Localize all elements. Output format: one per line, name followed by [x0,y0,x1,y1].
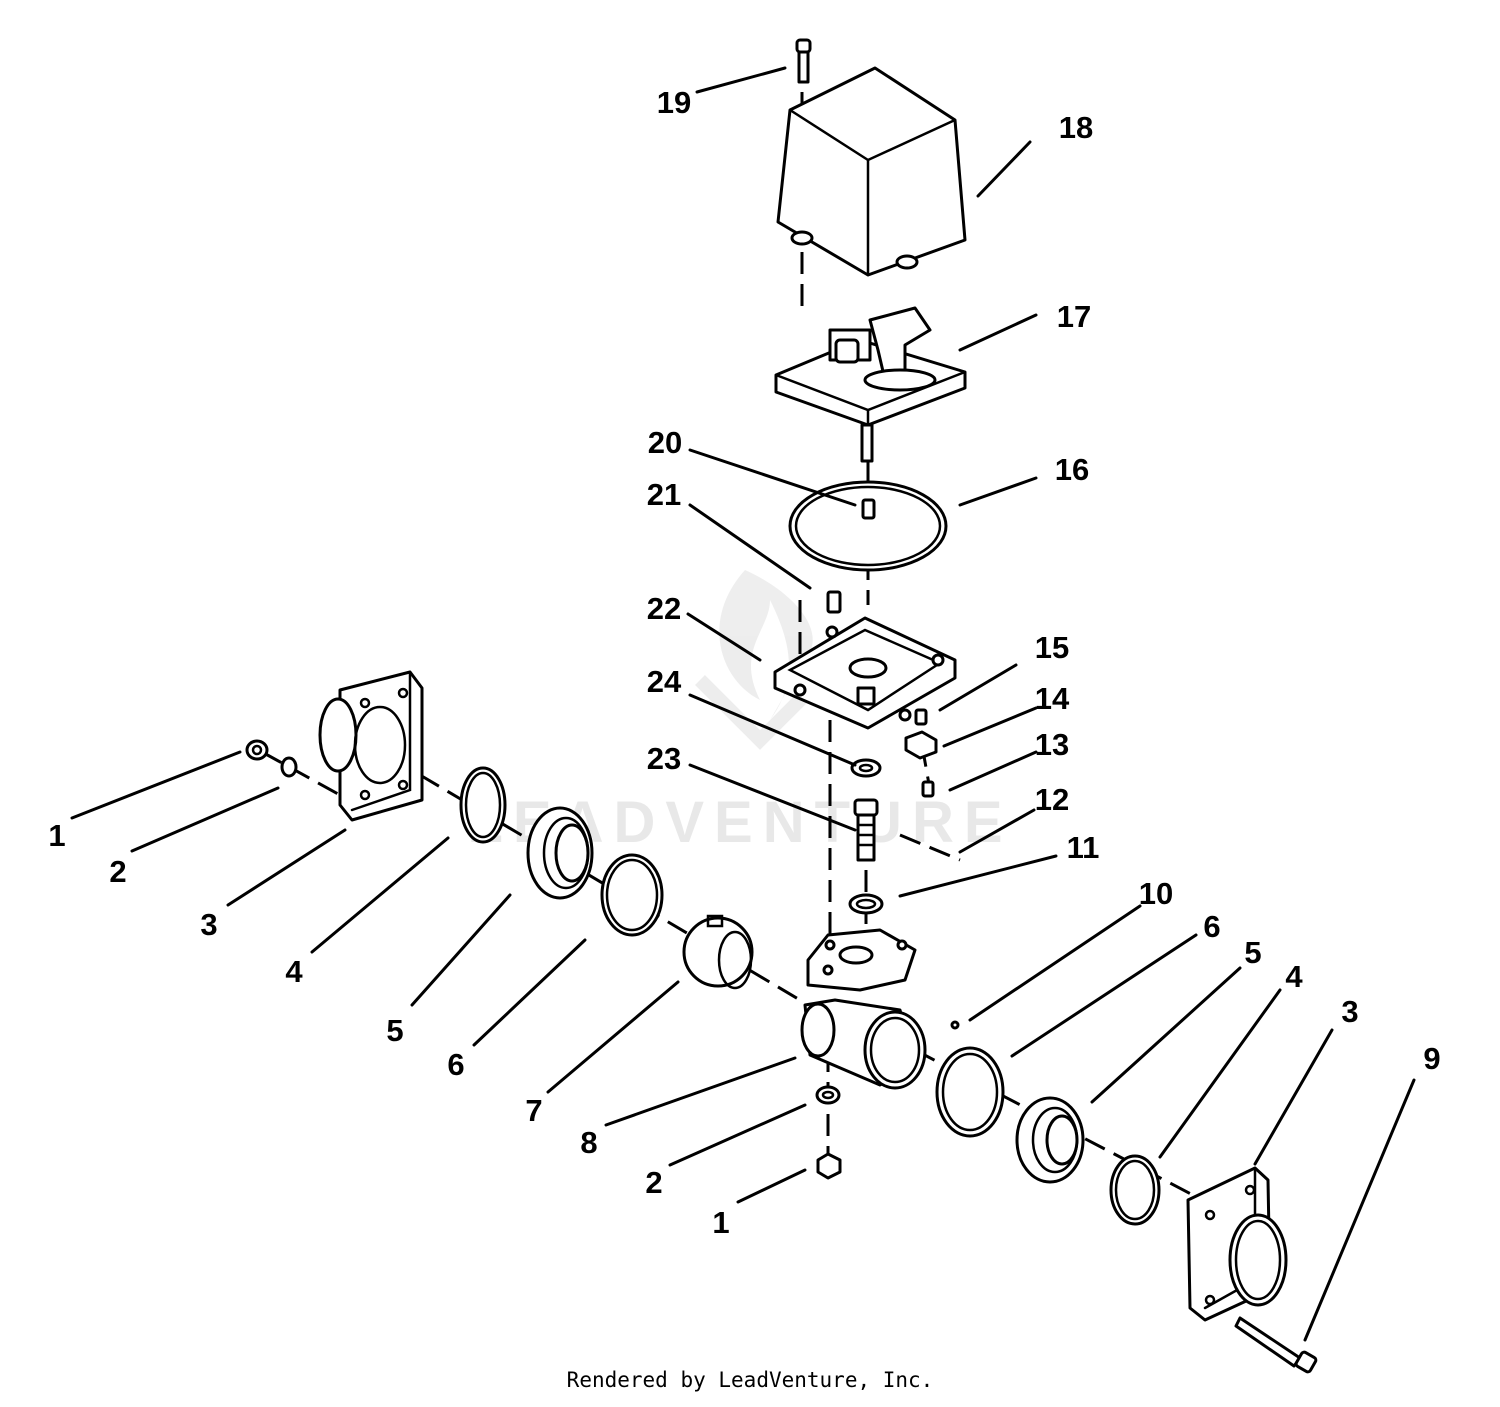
callout-8: 8 [580,1125,597,1160]
long-bolt [1234,1316,1318,1374]
top-bolt [795,38,812,84]
callout-3-left: 3 [200,907,217,942]
callout-1-left: 1 [48,818,65,853]
callout-18: 18 [1059,110,1093,145]
assembly-centerlines [261,60,1261,1232]
leader-lines [70,66,1416,1342]
stem-o-ring [848,893,884,915]
right-end-flange [1186,1166,1288,1322]
left-lock-washer [280,756,298,778]
callout-6-left: 6 [447,1047,464,1082]
callout-24: 24 [647,664,682,699]
valve-body [800,928,927,1090]
callout-5-right: 5 [1244,935,1261,970]
callout-12: 12 [1035,782,1069,817]
callout-15: 15 [1035,630,1069,665]
callout-22: 22 [647,591,681,626]
callout-2-bottom: 2 [645,1165,662,1200]
callout-4-left: 4 [285,954,303,989]
detent-pin [950,1020,960,1030]
callout-9: 9 [1423,1041,1440,1076]
small-washer [850,758,882,778]
pin [914,708,928,726]
bottom-nut [816,1152,842,1180]
callout-20: 20 [648,425,682,460]
callout-11: 11 [1067,830,1100,865]
left-end-flange [318,670,424,822]
callout-10: 10 [1139,876,1173,911]
large-o-ring [788,480,948,572]
motor-base-plate [774,306,967,463]
right-o-ring-large [935,1046,1005,1138]
callout-4-right: 4 [1285,959,1303,994]
bottom-lock-washer [815,1085,841,1105]
callout-3-right: 3 [1341,994,1358,1029]
callout-21: 21 [647,477,681,512]
callout-labels: 19 18 17 20 16 21 22 15 24 14 13 23 12 1… [48,85,1440,1240]
right-o-ring-small [1109,1154,1161,1226]
callout-5-left: 5 [386,1013,403,1048]
bracket [904,730,938,760]
render-credit: Rendered by LeadVenture, Inc. [566,1368,934,1392]
callout-2-left: 2 [109,854,126,889]
left-nut [245,739,269,761]
callout-6-right: 6 [1203,909,1220,944]
set-screw [921,780,935,798]
left-seat [526,806,594,900]
callout-17: 17 [1057,299,1091,334]
callout-19: 19 [657,85,691,120]
right-seat [1015,1096,1085,1184]
callout-16: 16 [1055,452,1089,487]
callout-13: 13 [1035,727,1069,762]
actuator-cover [776,66,967,277]
coupler [861,498,876,520]
callout-23: 23 [647,741,681,776]
callout-1-bottom: 1 [712,1205,729,1240]
small-screw [826,590,842,614]
gasket-plate [773,616,957,730]
left-o-ring-large [600,853,664,937]
valve-stem [853,798,879,862]
ball [682,914,754,990]
callout-14: 14 [1035,681,1070,716]
left-o-ring-small [459,766,507,844]
callout-7: 7 [525,1093,542,1128]
